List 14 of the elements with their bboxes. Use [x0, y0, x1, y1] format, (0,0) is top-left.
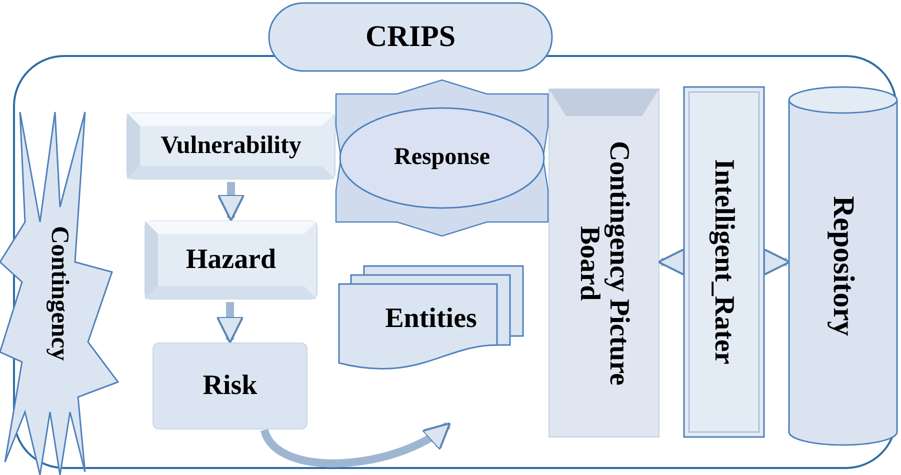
block-arrow	[762, 248, 791, 276]
node-label: Risk	[202, 371, 258, 401]
node-label: Contingency	[46, 226, 72, 361]
node-label: CRIPS	[365, 21, 456, 53]
node-label: Intelligent_Rater	[709, 159, 739, 365]
block-arrow	[216, 302, 244, 344]
node-label: Hazard	[186, 245, 276, 275]
node-label: Response	[394, 145, 490, 171]
node-label: Contingency Picture Board	[574, 140, 634, 388]
block-arrow	[217, 182, 245, 222]
block-arrow	[260, 422, 452, 468]
node-label: Repository	[827, 196, 859, 336]
node-label: Vulnerability	[160, 132, 302, 160]
node-label: Entities	[385, 304, 477, 334]
